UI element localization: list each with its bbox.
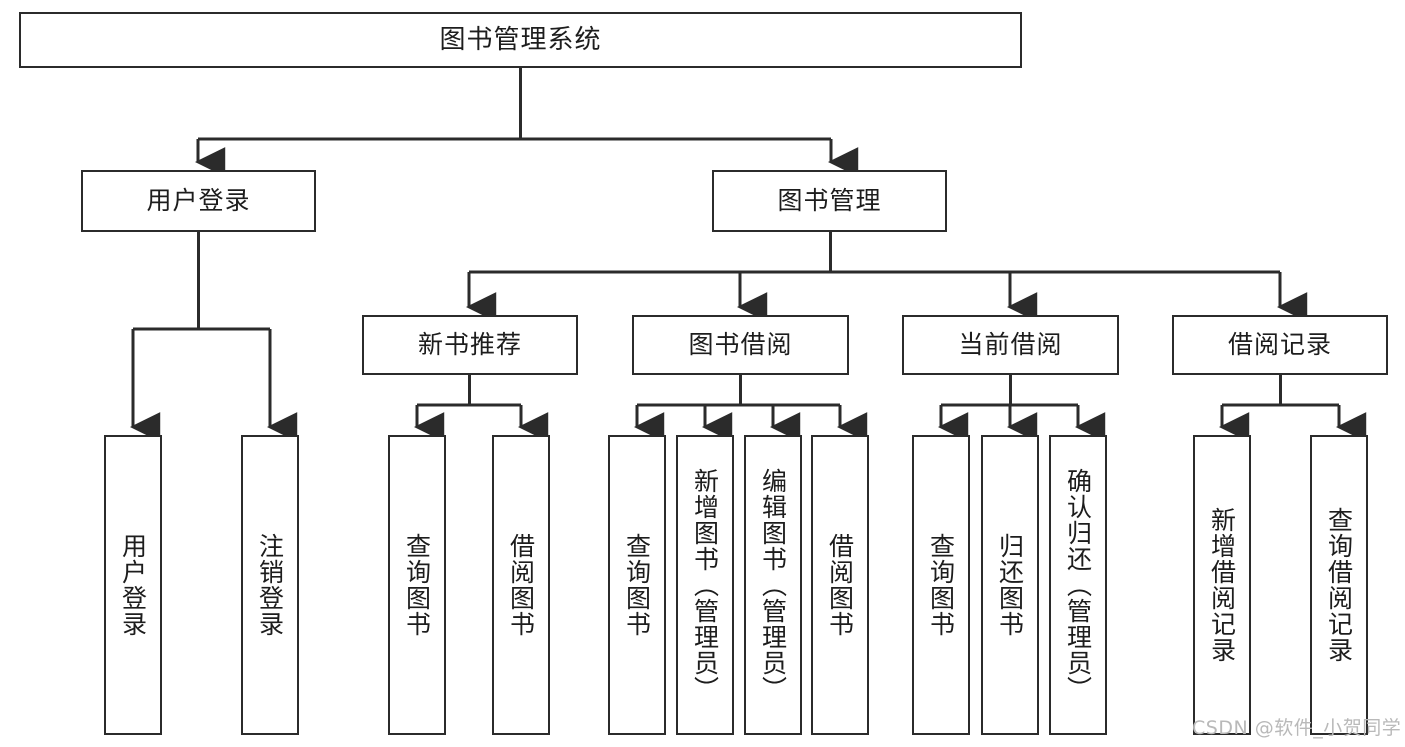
node-leaf-query-record[interactable]: 查询借阅记录	[1310, 435, 1368, 735]
node-current-borrow[interactable]: 当前借阅	[902, 315, 1119, 375]
node-leaf-user-login-label: 用户登录	[118, 533, 148, 637]
node-book-manage[interactable]: 图书管理	[712, 170, 947, 232]
node-leaf-add-record-label: 新增借阅记录	[1207, 507, 1237, 663]
node-leaf-borrow-book-2[interactable]: 借阅图书	[811, 435, 869, 735]
node-user-login[interactable]: 用户登录	[81, 170, 316, 232]
node-leaf-query-book-1-label: 查询图书	[402, 533, 432, 637]
node-leaf-return-book[interactable]: 归还图书	[981, 435, 1039, 735]
node-leaf-query-book-1[interactable]: 查询图书	[388, 435, 446, 735]
node-root-label: 图书管理系统	[439, 24, 602, 55]
node-borrow-record[interactable]: 借阅记录	[1172, 315, 1388, 375]
node-leaf-query-book-3-label: 查询图书	[926, 533, 956, 637]
node-borrow-record-label: 借阅记录	[1227, 330, 1332, 360]
node-leaf-borrow-book-1-label: 借阅图书	[506, 533, 536, 637]
node-leaf-logout[interactable]: 注销登录	[241, 435, 299, 735]
node-leaf-query-book-3[interactable]: 查询图书	[912, 435, 970, 735]
node-leaf-query-book-2-label: 查询图书	[622, 533, 652, 637]
node-book-borrow[interactable]: 图书借阅	[632, 315, 849, 375]
node-book-manage-label: 图书管理	[777, 186, 882, 216]
node-new-book-rec-label: 新书推荐	[417, 330, 522, 360]
node-leaf-user-login[interactable]: 用户登录	[104, 435, 162, 735]
node-user-login-label: 用户登录	[146, 186, 251, 216]
node-leaf-edit-book[interactable]: 编辑图书（管理员）	[744, 435, 802, 735]
node-leaf-confirm-return[interactable]: 确认归还（管理员）	[1049, 435, 1107, 735]
node-leaf-confirm-return-label: 确认归还（管理员）	[1063, 468, 1093, 702]
node-leaf-return-book-label: 归还图书	[995, 533, 1025, 637]
node-leaf-add-book-label: 新增图书（管理员）	[690, 468, 720, 702]
node-root[interactable]: 图书管理系统	[19, 12, 1022, 68]
node-leaf-add-book[interactable]: 新增图书（管理员）	[676, 435, 734, 735]
node-book-borrow-label: 图书借阅	[688, 330, 793, 360]
node-leaf-query-book-2[interactable]: 查询图书	[608, 435, 666, 735]
node-leaf-logout-label: 注销登录	[255, 533, 285, 637]
node-current-borrow-label: 当前借阅	[958, 330, 1063, 360]
node-leaf-add-record[interactable]: 新增借阅记录	[1193, 435, 1251, 735]
node-leaf-edit-book-label: 编辑图书（管理员）	[758, 468, 788, 702]
node-leaf-borrow-book-2-label: 借阅图书	[825, 533, 855, 637]
node-leaf-borrow-book-1[interactable]: 借阅图书	[492, 435, 550, 735]
watermark: CSDN @软件_小贺同学	[1192, 717, 1402, 739]
node-leaf-query-record-label: 查询借阅记录	[1324, 507, 1354, 663]
node-new-book-rec[interactable]: 新书推荐	[362, 315, 578, 375]
